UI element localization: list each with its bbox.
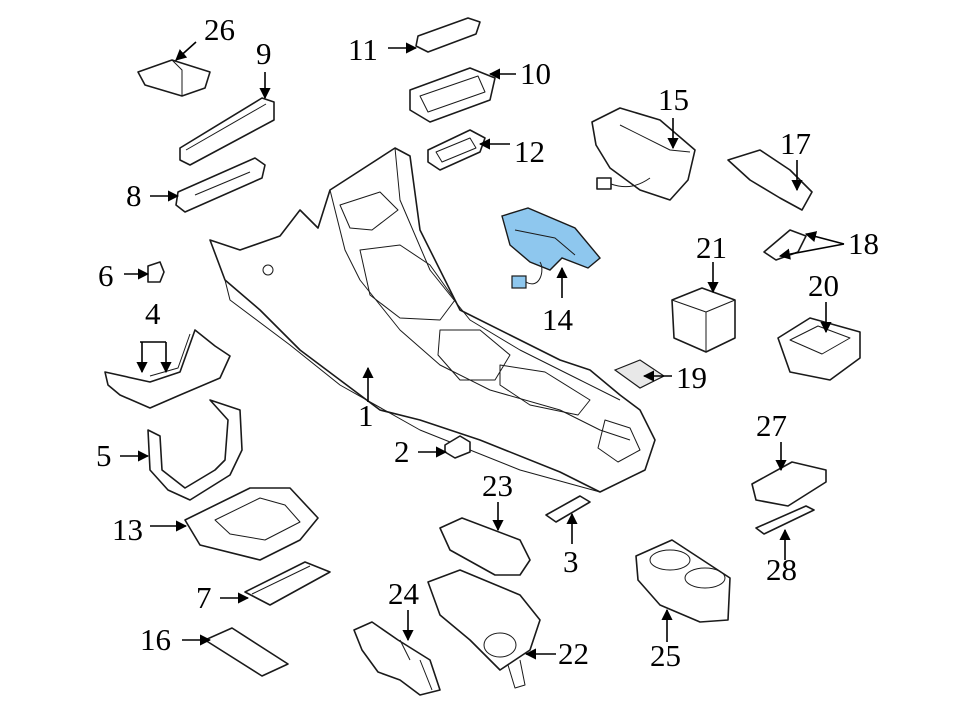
callout-17: 17 <box>780 126 811 161</box>
part-16-plate <box>204 627 289 677</box>
part-20-switch <box>777 317 861 381</box>
part-21-box <box>671 287 736 353</box>
callout-2: 2 <box>394 434 410 469</box>
callout-21: 21 <box>696 230 727 265</box>
part-19-pad <box>613 359 666 389</box>
part-14-fill <box>501 207 601 271</box>
callout-3: 3 <box>563 544 579 579</box>
part-8-trim-rail <box>175 157 266 213</box>
part-14-highlighted-bracket <box>501 207 601 289</box>
callout-labels: 1 2 3 4 5 6 7 8 9 10 11 12 13 14 15 16 1… <box>96 12 879 673</box>
part-25-cupholder <box>635 539 731 623</box>
callout-4: 4 <box>145 296 161 331</box>
part-26-cover <box>137 59 211 97</box>
part-2-clip <box>444 435 471 459</box>
callout-15: 15 <box>658 82 689 117</box>
callout-20: 20 <box>808 268 839 303</box>
part-9-handle-trim <box>179 97 275 166</box>
callout-12: 12 <box>514 134 545 169</box>
part-3-strip <box>545 495 591 523</box>
callout-23: 23 <box>482 468 513 503</box>
part-7-mat <box>244 561 331 606</box>
part-22-armrest-base <box>427 569 541 689</box>
part-4-bracket <box>104 329 231 409</box>
part-13-base-tray <box>184 487 319 561</box>
part-28-trim-strip <box>755 505 815 535</box>
callout-25: 25 <box>650 638 681 673</box>
part-6-connector <box>147 261 165 283</box>
part-12-bezel <box>427 129 486 171</box>
callout-10: 10 <box>520 56 551 91</box>
callout-8: 8 <box>126 178 142 213</box>
part-5-frame <box>147 399 243 501</box>
callout-24: 24 <box>388 576 420 611</box>
part-24-bracket <box>353 621 441 696</box>
callout-22: 22 <box>558 636 589 671</box>
callout-28: 28 <box>766 552 797 587</box>
callout-1: 1 <box>358 398 374 433</box>
callout-13: 13 <box>112 512 143 547</box>
part-14-clip <box>511 275 527 289</box>
callout-19: 19 <box>676 360 707 395</box>
callout-14: 14 <box>542 302 574 337</box>
callout-11: 11 <box>348 32 378 67</box>
callout-9: 9 <box>256 36 272 71</box>
part-1-console-body <box>209 147 656 493</box>
callout-lines <box>120 41 845 660</box>
callout-5: 5 <box>96 438 112 473</box>
callout-6: 6 <box>98 258 114 293</box>
callout-16: 16 <box>140 622 171 657</box>
part-10-tray <box>409 67 496 123</box>
part-27-switch-panel <box>751 461 827 507</box>
part-17-curved-trim <box>727 149 813 211</box>
part-23-armrest-lid <box>439 517 531 576</box>
callout-26: 26 <box>204 12 235 47</box>
callout-27: 27 <box>756 408 787 443</box>
callout-18: 18 <box>848 226 879 261</box>
callout-7: 7 <box>196 580 212 615</box>
part-15-module <box>591 107 696 201</box>
part-11-cover <box>415 17 481 53</box>
